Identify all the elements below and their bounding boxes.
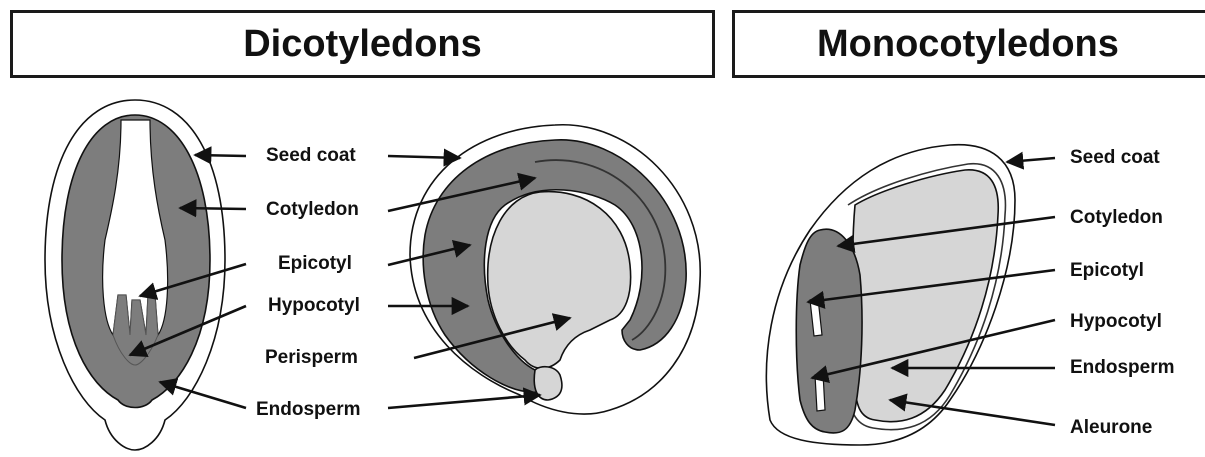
mono-label-epicotyl: Epicotyl xyxy=(1070,260,1144,281)
mono-label-seed-coat: Seed coat xyxy=(1070,147,1160,168)
mono-label-cotyledon: Cotyledon xyxy=(1070,207,1163,228)
dicot-seed-round xyxy=(410,125,700,414)
mono-endosperm xyxy=(853,170,998,422)
mono-label-endosperm: Endosperm xyxy=(1070,357,1175,378)
dicot-label-seed-coat: Seed coat xyxy=(266,145,356,166)
arrow-cotyledon-left xyxy=(180,208,246,209)
mono-embryo-notch-bottom xyxy=(815,373,825,411)
mono-label-hypocotyl: Hypocotyl xyxy=(1070,311,1162,332)
arrow-mono-seed-coat xyxy=(1007,158,1055,162)
arrow-seed-coat-left xyxy=(195,155,246,156)
dicot-seed-vertical xyxy=(45,100,225,450)
dicot-label-perisperm: Perisperm xyxy=(265,347,358,368)
dicot-label-epicotyl: Epicotyl xyxy=(278,253,352,274)
dicot-label-hypocotyl: Hypocotyl xyxy=(268,295,360,316)
mono-label-aleurone: Aleurone xyxy=(1070,417,1152,438)
mono-embryo xyxy=(796,229,862,433)
dicot-label-cotyledon: Cotyledon xyxy=(266,199,359,220)
arrow-seed-coat-right xyxy=(388,156,460,158)
arrow-endosperm-right xyxy=(388,395,540,408)
dicot-label-endosperm: Endosperm xyxy=(256,399,361,420)
